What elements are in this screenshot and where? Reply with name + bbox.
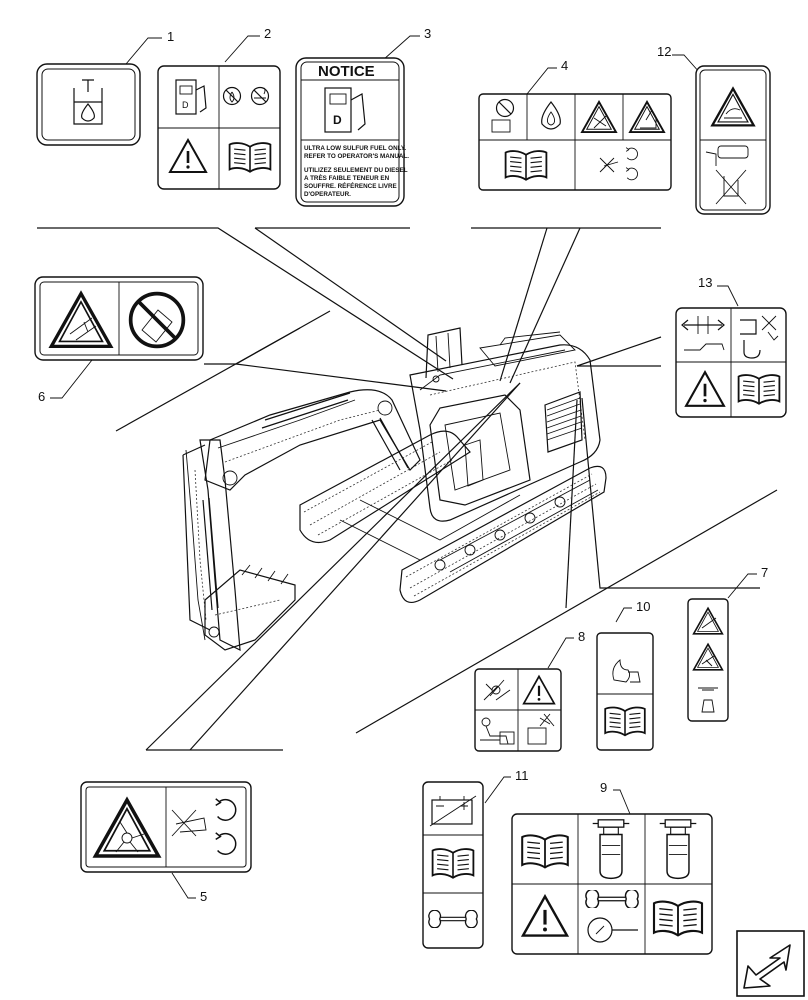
callout-8: 8 <box>578 629 585 644</box>
battery-icon <box>429 795 477 827</box>
oil-drop-icon <box>541 101 561 130</box>
decal-4 <box>478 93 672 191</box>
callout-3: 3 <box>424 26 431 41</box>
spray-warning-icon <box>483 679 511 701</box>
callout-5: 5 <box>200 889 207 904</box>
no-hands-icon <box>705 145 749 205</box>
arrows-icon <box>681 316 725 351</box>
callout-11: 11 <box>515 768 529 783</box>
callout-2: 2 <box>264 26 271 41</box>
fan-warning-icon <box>581 100 617 134</box>
rotation-no-touch-icon <box>599 147 638 181</box>
notice-en-line-1: ULTRA LOW SULFUR FUEL ONLY. <box>304 145 406 152</box>
decal-3-notice: NOTICE D ULTRA LOW SULFUR FUEL ONLY. REF… <box>295 57 409 207</box>
hot-surface-warning-icon <box>711 87 755 127</box>
notice-en-line-2: REFER TO OPERATOR'S MANUAL. <box>304 153 409 160</box>
notice-fr-line-4: D'OPERATEUR. <box>304 191 351 198</box>
notice-title: NOTICE <box>318 63 375 80</box>
decal-7 <box>687 598 729 722</box>
no-engine-icon <box>491 98 515 133</box>
crush-warning-icon <box>49 291 113 349</box>
decal-13 <box>675 307 787 418</box>
fan-warning-icon <box>93 798 161 858</box>
next-page-arrow-icon[interactable] <box>736 930 805 997</box>
seat-warning-icon <box>629 100 665 134</box>
decal-10 <box>596 632 654 751</box>
decal-2: D <box>157 65 281 190</box>
callout-1: 1 <box>167 29 174 44</box>
notice-fr-line-3: SOUFFRE. RÉFÉRENCE LIVRE <box>304 181 397 190</box>
decal-9 <box>511 813 713 955</box>
callout-4: 4 <box>561 58 568 73</box>
hand-crush-icon <box>692 643 724 671</box>
decal-1 <box>36 63 141 146</box>
no-entry-icon <box>128 291 186 349</box>
callout-12: 12 <box>657 44 671 59</box>
seated-operator-icon <box>480 717 515 745</box>
callout-10: 10 <box>636 599 650 614</box>
callout-13: 13 <box>698 275 712 290</box>
callout-7: 7 <box>761 565 768 580</box>
no-hands-rotation-icon <box>171 798 237 855</box>
decal-12 <box>695 65 771 215</box>
flame-icon <box>612 659 641 683</box>
cut-hose-icon <box>527 713 555 745</box>
lifting-hook-icon <box>740 315 779 359</box>
no-flame-icon <box>222 86 242 106</box>
svg-text:D: D <box>182 100 189 110</box>
fuel-pump-icon: D <box>324 87 366 133</box>
callouts: 1 2 3 4 12 13 6 7 10 8 11 9 5 <box>38 26 768 904</box>
excavator-drawing <box>182 327 607 652</box>
leader-lines <box>37 227 778 751</box>
decal-6 <box>34 276 204 361</box>
burn-warning-icon <box>692 607 724 635</box>
callout-6: 6 <box>38 389 45 404</box>
decal-8 <box>474 668 562 752</box>
fuel-pump-icon: D <box>175 79 207 115</box>
decal-5 <box>80 781 252 873</box>
notice-fr-line-1: UTILIZEZ SEULEMENT DU DIESEL <box>304 167 408 174</box>
fuel-drop-icon <box>73 79 103 125</box>
callout-9: 9 <box>600 780 607 795</box>
notice-fr-line-2: A TRÈS FAIBLE TENEUR EN <box>304 173 390 182</box>
decal-11 <box>422 781 484 949</box>
svg-text:D: D <box>333 113 342 127</box>
wrench-icon <box>585 890 639 943</box>
no-smoking-icon <box>250 86 270 106</box>
